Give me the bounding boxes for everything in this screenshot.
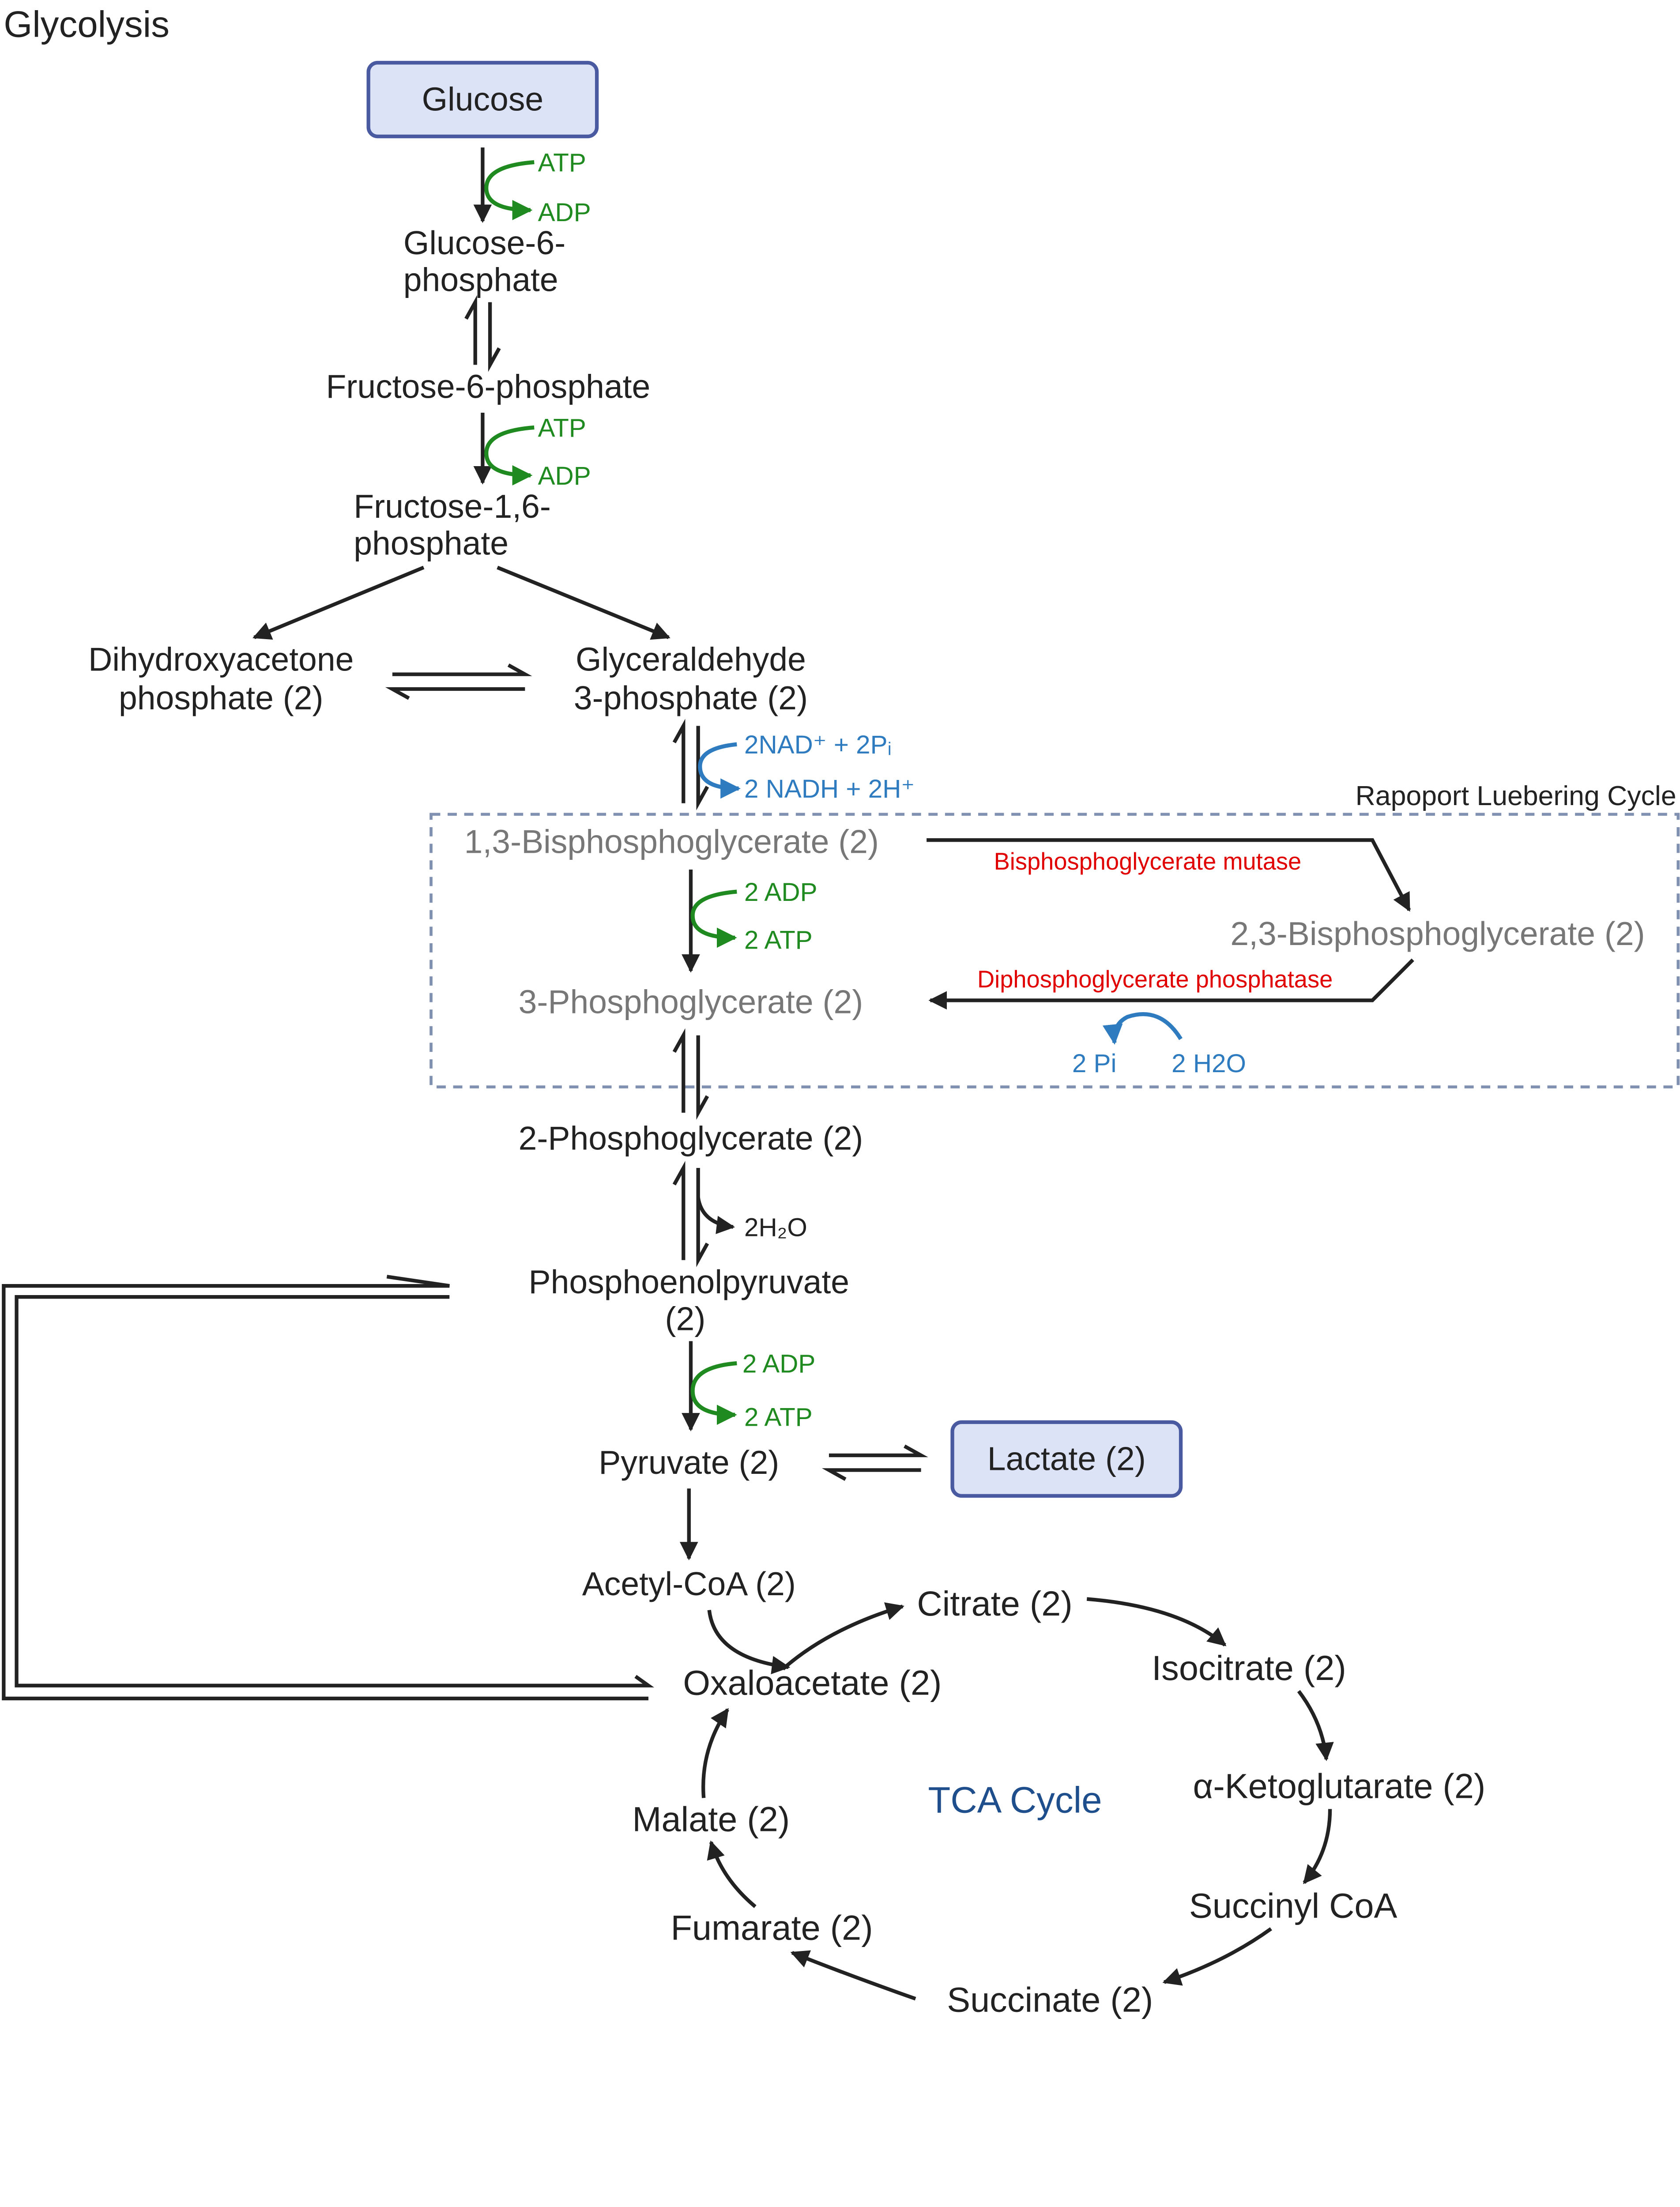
akg-label: α-Ketoglutarate (2)	[1193, 1766, 1486, 1805]
atp-label: ATP	[538, 414, 586, 442]
arrow-f16p-dhap	[252, 565, 425, 640]
pep-oxaloacetate-link-inner	[15, 1295, 655, 1687]
lactate-label: Lactate (2)	[987, 1440, 1146, 1477]
tca-cycle-label: TCA Cycle	[928, 1779, 1102, 1821]
enzyme-phosphatase-label: Diphosphoglycerate phosphatase	[977, 966, 1333, 993]
f16p-label-line2: phosphate	[354, 524, 509, 561]
atp-generation-arrow	[690, 889, 737, 948]
atp-label: ATP	[538, 148, 586, 177]
arrow-akg-succinylcoa	[1303, 1809, 1332, 1884]
succinylcoa-label: Succinyl CoA	[1189, 1886, 1397, 1925]
arrow-oxaloacetate-citrate	[781, 1602, 904, 1671]
equilibrium-arrow-down	[488, 302, 501, 372]
pyruvate-label: Pyruvate (2)	[599, 1444, 779, 1481]
atp-consumption-arrow	[484, 425, 535, 486]
arrow-phosphatase	[928, 958, 1414, 1010]
lactate-box	[950, 1420, 1183, 1498]
isocitrate-label: Isocitrate (2)	[1152, 1648, 1346, 1687]
bpg23-label: 2,3-Bisphosphoglycerate (2)	[1230, 915, 1645, 952]
acetylcoa-label: Acetyl-CoA (2)	[582, 1565, 796, 1602]
pg3-label: 3-Phosphoglycerate (2)	[519, 983, 863, 1020]
pi-label: 2 Pi	[1072, 1049, 1117, 1078]
h2o-label: 2 H2O	[1171, 1049, 1246, 1078]
g6p-label-line1: Glucose-6-	[403, 224, 565, 261]
atp-label: 2 ATP	[744, 926, 813, 954]
dhap-label-line2: phosphate (2)	[119, 679, 324, 716]
arrow-f16p-g3p	[497, 565, 670, 640]
arrow-fumarate-malate	[707, 1840, 757, 1908]
equilibrium-arrow-down	[696, 726, 709, 810]
equilibrium-arrow-left	[385, 687, 525, 700]
adp-label: ADP	[538, 462, 591, 490]
f6p-label: Fructose-6-phosphate	[326, 368, 651, 405]
hydrolysis-arrow	[1102, 1012, 1183, 1045]
malate-label: Malate (2)	[632, 1799, 790, 1838]
equilibrium-arrow-up	[672, 719, 686, 803]
dhap-label-line1: Dihydroxyacetone	[88, 640, 354, 678]
nad-reduction-arrow	[698, 742, 741, 799]
equilibrium-arrow-up	[464, 295, 477, 365]
equilibrium-arrow-right	[829, 1444, 928, 1458]
adp-label: ADP	[538, 198, 591, 227]
pep-label-line1: Phosphoenolpyruvate	[528, 1263, 849, 1300]
g3p-label-line1: Glyceraldehyde	[576, 640, 806, 678]
arrow-succinylcoa-succinate	[1162, 1927, 1272, 1986]
nad-label: 2NAD⁺ + 2Pᵢ	[744, 731, 892, 759]
arrow-citrate-isocitrate	[1086, 1597, 1227, 1647]
equilibrium-arrow-up	[672, 1160, 686, 1260]
adp-label: 2 ADP	[744, 878, 817, 907]
oxaloacetate-label: Oxaloacetate (2)	[683, 1663, 942, 1702]
water-label: 2H₂O	[744, 1213, 807, 1242]
pep-oxaloacetate-link-outer	[2, 1275, 648, 1701]
succinate-label: Succinate (2)	[947, 1980, 1153, 2019]
water-release-arrow	[696, 1197, 735, 1234]
equilibrium-arrow-left	[821, 1468, 921, 1481]
equilibrium-arrow-up	[672, 1028, 686, 1113]
f16p-label-line1: Fructose-1,6-	[354, 488, 551, 525]
atp-consumption-arrow	[484, 160, 535, 220]
g3p-label-line2: 3-phosphate (2)	[574, 679, 808, 716]
equilibrium-arrow-down	[696, 1035, 709, 1120]
g6p-label-line2: phosphate	[403, 261, 558, 298]
equilibrium-arrow-right	[392, 663, 532, 676]
enzyme-mutase-label: Bisphosphoglycerate mutase	[994, 848, 1302, 875]
glucose-box	[366, 60, 599, 139]
adp-label: 2 ADP	[742, 1349, 816, 1378]
pep-label-line2: (2)	[665, 1300, 706, 1337]
fumarate-label: Fumarate (2)	[670, 1908, 873, 1947]
arrow-malate-oxaloacetate	[701, 1708, 729, 1798]
nadh-label: 2 NADH + 2H⁺	[744, 775, 915, 803]
citrate-label: Citrate (2)	[917, 1584, 1072, 1623]
arrow-mutase	[927, 838, 1411, 912]
bpg13-label: 1,3-Bisphosphoglycerate (2)	[464, 823, 879, 860]
pg2-label: 2-Phosphoglycerate (2)	[519, 1119, 863, 1156]
rapoport-luebering-region	[429, 813, 1680, 1088]
atp-label: 2 ATP	[744, 1403, 813, 1431]
arrow-succinate-fumarate	[790, 1950, 916, 2001]
atp-generation-arrow	[690, 1361, 737, 1425]
glucose-label: Glucose	[422, 81, 544, 118]
rapoport-luebering-label: Rapoport Luebering Cycle	[1356, 780, 1676, 811]
arrow-isocitrate-akg	[1297, 1690, 1334, 1761]
arrow-acetylcoa-oxaloacetate	[707, 1610, 791, 1675]
glycolysis-pathway-diagram: Glycolysis Glucose ATP ADP Glucose-6- ph…	[2, 4, 1680, 2019]
diagram-title: Glycolysis	[4, 4, 170, 45]
